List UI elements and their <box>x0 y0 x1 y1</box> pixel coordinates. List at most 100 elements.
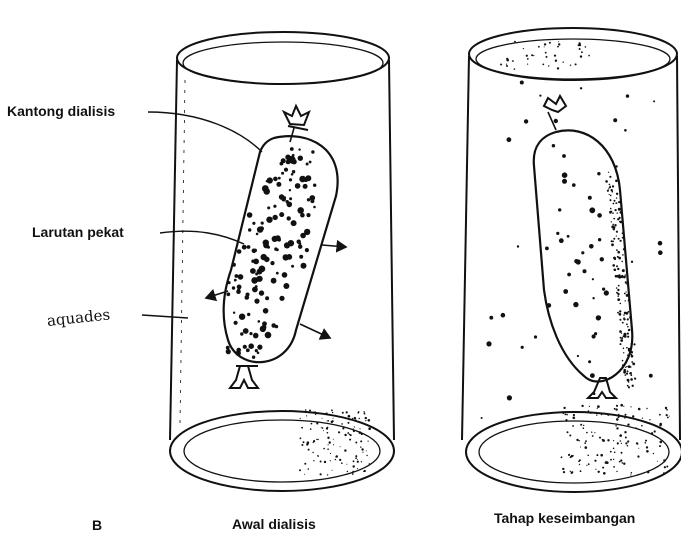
speck <box>638 408 641 411</box>
speck <box>630 474 631 475</box>
solute-dot <box>289 178 292 181</box>
speck <box>344 449 346 451</box>
solute-dot <box>580 87 582 89</box>
solute-dot <box>226 349 231 354</box>
speck <box>329 441 331 443</box>
solute-dot <box>270 261 274 265</box>
solute-dot <box>597 213 602 218</box>
shading-speck <box>623 248 625 250</box>
speck <box>659 424 661 426</box>
speck <box>341 462 343 464</box>
speck <box>305 409 307 411</box>
solute-dot <box>262 185 269 192</box>
solute-dot <box>299 176 306 183</box>
solute-dot <box>240 332 243 335</box>
speck <box>638 448 639 449</box>
solute-dot <box>282 272 288 278</box>
speck <box>616 427 618 429</box>
solute-dot <box>507 395 512 400</box>
speck <box>317 439 318 440</box>
speck <box>663 472 665 474</box>
speck <box>610 459 612 461</box>
speck <box>666 414 668 416</box>
speck <box>581 412 582 413</box>
solute-dot <box>590 373 595 378</box>
solute-dot <box>556 232 559 235</box>
panel-letter: B <box>92 517 102 533</box>
speck <box>570 65 571 66</box>
shading-speck <box>628 381 629 382</box>
solute-dot <box>247 212 253 218</box>
speck <box>607 439 609 441</box>
speck <box>562 412 564 414</box>
solute-dot <box>257 345 262 350</box>
solute-dot <box>292 154 295 157</box>
solute-dot <box>592 297 594 299</box>
speck <box>548 65 549 66</box>
solute-dot <box>253 333 259 339</box>
solute-dot <box>232 263 236 267</box>
speck <box>597 408 598 409</box>
speck <box>313 460 314 461</box>
speck <box>584 442 586 444</box>
shading-speck <box>629 373 631 375</box>
solute-dot <box>626 94 629 97</box>
speck <box>613 448 615 450</box>
solute-dot <box>534 335 537 338</box>
shading-speck <box>611 221 612 222</box>
solute-dot <box>283 196 286 199</box>
shading-speck <box>616 265 618 267</box>
shading-speck <box>629 316 632 319</box>
speck <box>669 416 670 417</box>
speck <box>572 425 574 427</box>
solute-dot <box>309 161 312 164</box>
speck <box>312 452 313 453</box>
speck <box>332 420 334 422</box>
speck <box>637 455 639 457</box>
speck <box>587 455 589 457</box>
speck <box>627 440 629 442</box>
solute-dot <box>545 247 549 251</box>
speck <box>365 420 366 421</box>
speck <box>323 448 325 450</box>
speck <box>310 428 312 430</box>
solute-dot <box>615 165 617 167</box>
solute-dot <box>286 200 289 203</box>
solute-dot <box>562 154 566 158</box>
shading-speck <box>610 195 612 197</box>
solute-dot <box>237 285 242 290</box>
solute-dot <box>284 168 288 172</box>
solute-dot <box>501 313 506 318</box>
speck <box>597 405 600 408</box>
shading-speck <box>623 276 626 279</box>
speck <box>354 417 356 419</box>
solute-dot <box>573 302 578 307</box>
solute-dot <box>267 246 270 249</box>
speck <box>339 459 341 461</box>
shading-speck <box>623 318 625 320</box>
speck <box>355 442 357 444</box>
speck <box>646 446 648 448</box>
shading-speck <box>628 329 630 331</box>
shading-speck <box>614 258 616 260</box>
shading-speck <box>626 323 628 325</box>
solute-dot <box>235 274 239 278</box>
speck <box>332 412 333 413</box>
solute-dot <box>588 360 591 363</box>
speck <box>368 441 369 442</box>
speck <box>514 41 516 43</box>
shading-speck <box>617 298 620 301</box>
speck <box>586 465 587 466</box>
solute-dot <box>602 288 605 291</box>
speck <box>324 461 326 463</box>
speck <box>636 443 638 445</box>
solute-dot <box>265 332 272 339</box>
solute-dot <box>266 217 272 223</box>
solute-dot <box>598 316 601 319</box>
solute-dot <box>306 163 309 166</box>
solute-dot <box>604 290 609 295</box>
shading-speck <box>623 335 625 337</box>
speck <box>627 445 629 447</box>
shading-speck <box>617 289 619 291</box>
solute-dot <box>257 226 263 232</box>
